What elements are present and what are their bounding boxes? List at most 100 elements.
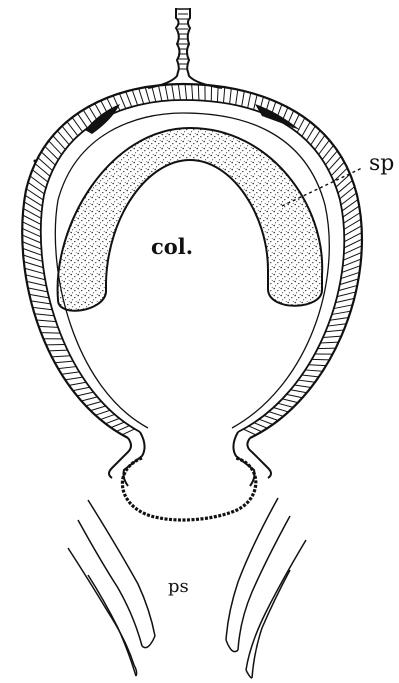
wall-cell-stripe [145,87,149,103]
wall-cell-stripe [192,84,193,100]
top-stalk [148,8,222,88]
wall-cell-stripe [334,168,348,181]
wall-cell-stripe [286,394,302,397]
wall-cell-stripe [23,248,42,255]
wall-cell-stripe [294,385,311,388]
wall-cell-stripe [341,193,356,205]
wall-cell-stripe [185,84,187,100]
wall-cell-stripe [302,375,319,377]
wall-cell-stripe [224,87,225,103]
wall-cell-stripe [343,259,361,266]
wall-cell-stripe [297,118,305,133]
wall-cell-stripe [25,268,45,273]
wall-cell-stripe [334,305,353,309]
wall-cell-stripe [172,84,175,100]
wall-cell-stripe [106,418,120,423]
wall-cell-stripe [340,187,355,199]
wall-cell-stripe [91,406,106,411]
wall-cell-stripe [119,93,125,108]
wall-cell-stripe [335,298,354,302]
wall-cell-stripe [342,266,361,273]
wall-cell-stripe [73,387,90,390]
wall-cell-stripe [320,342,338,343]
wall-cell-stripe [330,318,349,321]
wall-cell-stripe [328,324,347,326]
wall-cell-stripe [95,410,110,415]
wall-cell-stripe [132,90,137,105]
wall-cell-stripe [28,288,48,292]
wall-cell-stripe [339,285,358,290]
wall-cell-stripe [22,235,41,243]
wall-cell-stripe [336,174,350,187]
wall-cell-stripe [264,415,278,420]
wall-cell-stripe [305,370,322,371]
wall-cell-stripe [100,414,114,419]
wall-cell-stripe [331,162,344,176]
wall-cell-stripe [198,84,199,100]
wall-cell-stripe [165,85,168,101]
wall-cell-stripe [86,401,102,405]
wall-cell-stripe [62,372,80,374]
wall-cell-stripe [340,279,359,285]
marker-dot [34,160,37,163]
wall-cell-stripe [22,242,41,249]
wall-cell-stripe [65,377,82,380]
wall-cell-stripe [217,86,218,102]
wall-cell-stripe [309,365,326,366]
wall-cell-stripe [254,95,258,110]
wall-cell-stripe [311,131,320,145]
wall-cell-stripe [298,380,315,382]
wall-cell-stripe [178,84,180,100]
wall-cell-stripe [34,314,54,316]
wall-cell-stripe [254,423,267,429]
wall-cell-stripe [83,110,92,125]
wall-cell-stripe [126,92,132,107]
ps-label: ps [168,578,189,596]
wall-cell-stripe [302,122,310,137]
wall-cell-stripe [242,91,245,106]
wall-cell-stripe [342,200,358,211]
wall-cell-stripe [49,350,68,351]
wall-cell-stripe [58,367,76,369]
wall-cell-stripe [273,408,288,412]
wall-cell-stripe [230,88,232,104]
wall-cell-stripe [23,255,42,261]
wall-cell-stripe [325,330,343,332]
wall-cell-stripe [343,252,361,260]
wall-cell-stripe [249,426,262,432]
wall-cell-stripe [26,275,46,280]
wall-cell-stripe [33,307,53,309]
wall-cell-stripe [306,126,315,141]
wall-cell-stripe [282,399,298,403]
sp-label: sp [369,153,394,175]
wall-cell-stripe [27,281,47,285]
wall-cell-stripe [32,170,47,182]
wall-cell-stripe [30,176,46,188]
wall-cell-stripe [69,382,86,385]
wall-cell-stripe [35,164,50,177]
wall-cell-stripe [111,422,124,428]
wall-cell-stripe [31,301,51,304]
col-label: col. [151,236,193,257]
wall-cell-stripe [152,86,156,102]
wall-cell-stripe [77,392,93,396]
wall-cell-stripe [269,412,284,417]
wall-cell-stripe [243,429,255,435]
wall-cell-stripe [291,390,307,393]
wall-cell-stripe [116,426,129,432]
wall-cell-stripe [38,158,53,171]
wall-cell-stripe [248,93,251,108]
wall-cell-stripe [29,294,49,297]
wall-cell-stripe [259,419,273,424]
wall-cell-stripe [52,356,71,357]
neck-and-vesicle [109,432,271,520]
wall-cell-stripe [323,336,341,337]
wall-cell-stripe [39,326,58,327]
wall-cell-stripe [158,85,162,101]
wall-cell-stripe [81,397,97,401]
wall-cell-stripe [337,292,356,297]
wall-cell-stripe [41,333,60,334]
wall-cell-stripe [278,403,293,407]
wall-cell-stripe [78,114,88,129]
